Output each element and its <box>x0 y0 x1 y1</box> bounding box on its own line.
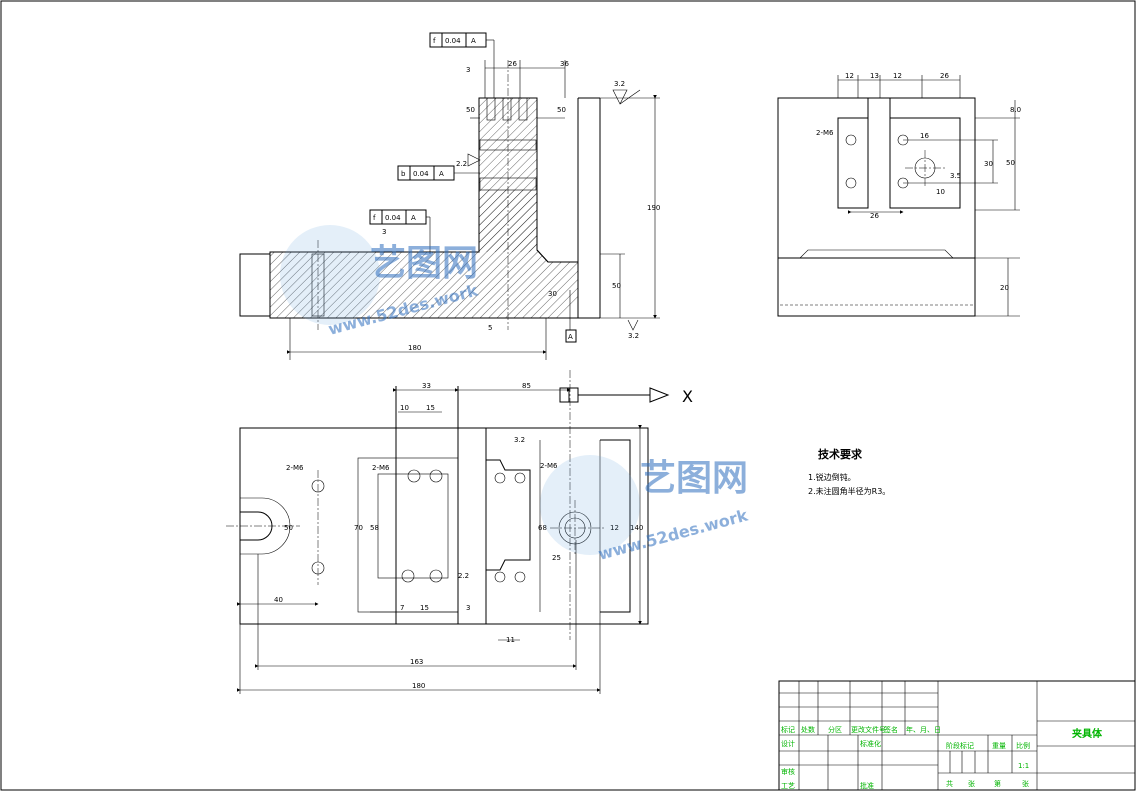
svg-text:签名: 签名 <box>884 725 898 734</box>
roughness-bottom: 3.2 <box>628 332 639 340</box>
svg-text:A: A <box>471 37 476 45</box>
front-view: A 3.2 2.2 3.2 3 26 36 50 50 190 3 50 5 1… <box>239 60 660 360</box>
dim-50a: 50 <box>466 106 475 114</box>
scale-value: 1:1 <box>1018 762 1029 770</box>
svg-text:50: 50 <box>284 524 293 532</box>
svg-text:阶段标记: 阶段标记 <box>946 741 974 750</box>
svg-text:12: 12 <box>893 72 902 80</box>
svg-text:年、月、日: 年、月、日 <box>906 725 941 734</box>
roughness-side: 2.2 <box>456 160 467 168</box>
drawing-name: 夹具体 <box>1072 727 1103 740</box>
technical-requirements: 技术要求 1.锐边倒钝。 2.未注圆角半径为R3。 <box>808 447 890 496</box>
svg-text:16: 16 <box>920 132 929 140</box>
dim-50b: 50 <box>557 106 566 114</box>
svg-text:12: 12 <box>845 72 854 80</box>
svg-text:70: 70 <box>354 524 363 532</box>
svg-text:设计: 设计 <box>781 739 795 748</box>
svg-text:批准: 批准 <box>860 781 874 790</box>
svg-text:b: b <box>401 170 406 178</box>
title-block: 标记 处数 分区 更改文件号 签名 年、月、日 设计 标准化 阶段标记 重量 比… <box>778 680 1136 791</box>
svg-text:33: 33 <box>422 382 431 390</box>
svg-text:68: 68 <box>538 524 547 532</box>
svg-text:标记: 标记 <box>781 725 795 734</box>
dim-50c: 50 <box>612 282 621 290</box>
tech-req-title: 技术要求 <box>818 447 863 461</box>
svg-text:26: 26 <box>940 72 949 80</box>
svg-text:3: 3 <box>466 604 470 612</box>
svg-text:张: 张 <box>968 779 975 788</box>
svg-text:15: 15 <box>420 604 429 612</box>
axis-x-label: X <box>682 387 693 406</box>
svg-text:11: 11 <box>506 636 515 644</box>
svg-text:第: 第 <box>994 779 1001 788</box>
svg-text:处数: 处数 <box>801 725 815 734</box>
svg-text:2.2: 2.2 <box>458 572 469 580</box>
svg-text:25: 25 <box>552 554 561 562</box>
svg-text:20: 20 <box>1000 284 1009 292</box>
svg-text:A: A <box>439 170 444 178</box>
watermark-logo-1: 艺图网 www.52des.work <box>280 225 480 339</box>
svg-text:8.0: 8.0 <box>1010 106 1021 114</box>
svg-text:3.2: 3.2 <box>514 436 525 444</box>
svg-text:更改文件号: 更改文件号 <box>851 725 886 734</box>
svg-text:重量: 重量 <box>992 742 1006 750</box>
svg-text:10: 10 <box>400 404 409 412</box>
svg-text:2-M6: 2-M6 <box>816 129 834 137</box>
top-view: X 33 85 10 15 7 15 3 11 40 163 180 50 70… <box>226 370 693 694</box>
svg-text:30: 30 <box>984 160 993 168</box>
tech-req-item-1: 1.锐边倒钝。 <box>808 472 856 482</box>
svg-text:163: 163 <box>410 658 423 666</box>
svg-text:15: 15 <box>426 404 435 412</box>
svg-text:2-M6: 2-M6 <box>372 464 390 472</box>
svg-text:0.04: 0.04 <box>413 170 429 178</box>
svg-text:共: 共 <box>946 779 953 788</box>
tolerance-frame-left: f 0.04 A <box>369 209 431 254</box>
svg-text:2-M6: 2-M6 <box>286 464 304 472</box>
svg-text:张: 张 <box>1022 779 1029 788</box>
svg-text:0.04: 0.04 <box>385 214 401 222</box>
svg-text:58: 58 <box>370 524 379 532</box>
dim-190: 190 <box>647 204 660 212</box>
svg-text:13: 13 <box>870 72 879 80</box>
svg-text:分区: 分区 <box>828 725 842 734</box>
svg-text:A: A <box>411 214 416 222</box>
svg-text:3.5: 3.5 <box>950 172 961 180</box>
svg-text:0.04: 0.04 <box>445 37 461 45</box>
side-view: 12 13 12 26 8.0 16 30 26 50 20 2-M6 3.5 … <box>777 72 1021 317</box>
svg-text:7: 7 <box>400 604 404 612</box>
svg-text:审核: 审核 <box>781 767 795 776</box>
watermark-logo-2: 艺图网 www.52des.work <box>540 455 750 564</box>
svg-text:140: 140 <box>630 524 643 532</box>
svg-text:2-M6: 2-M6 <box>540 462 558 470</box>
svg-text:10: 10 <box>936 188 945 196</box>
dim-5: 5 <box>488 324 492 332</box>
svg-text:12: 12 <box>610 524 619 532</box>
svg-text:40: 40 <box>274 596 283 604</box>
svg-text:26: 26 <box>870 212 879 220</box>
tolerance-frame-top: f 0.04 A <box>429 32 495 98</box>
svg-text:f: f <box>433 37 436 45</box>
svg-text:f: f <box>373 214 376 222</box>
tolerance-frame-middle: b 0.04 A <box>397 165 480 181</box>
svg-text:标准化: 标准化 <box>860 739 881 748</box>
dim-30deg: 30 <box>548 290 557 298</box>
svg-text:50: 50 <box>1006 159 1015 167</box>
roughness-top: 3.2 <box>614 80 625 88</box>
dim-180: 180 <box>408 344 421 352</box>
svg-text:比例: 比例 <box>1016 741 1030 750</box>
dim-36: 36 <box>560 60 569 68</box>
tech-req-item-2: 2.未注圆角半径为R3。 <box>808 486 890 496</box>
svg-text:艺图网: 艺图网 <box>370 243 478 284</box>
svg-text:艺图网: 艺图网 <box>640 458 748 499</box>
svg-text:85: 85 <box>522 382 531 390</box>
dim-26: 26 <box>508 60 517 68</box>
datum-a-label: A <box>568 333 573 341</box>
svg-text:工艺: 工艺 <box>781 782 795 790</box>
svg-text:180: 180 <box>412 682 425 690</box>
dim-3a: 3 <box>466 66 470 74</box>
dim-3b: 3 <box>382 228 386 236</box>
